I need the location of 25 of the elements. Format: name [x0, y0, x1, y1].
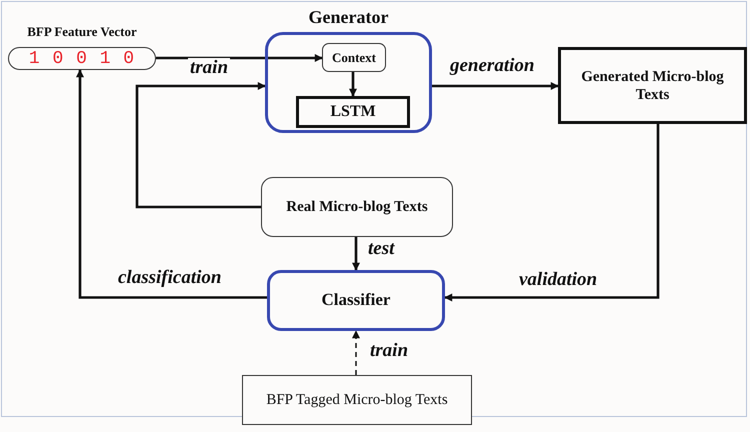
process-box [267, 270, 445, 331]
arrow [156, 54, 323, 62]
arrow [136, 82, 266, 208]
process-box [558, 47, 747, 124]
arrow [352, 237, 360, 271]
arrow [352, 330, 360, 375]
arrow [76, 69, 267, 299]
process-box [322, 43, 386, 72]
process-box [296, 96, 410, 128]
process-box [261, 177, 453, 237]
feature-vector-digits: 1 0 0 1 0 [28, 48, 136, 68]
arrow [444, 124, 660, 302]
edge-label: generation [448, 56, 536, 77]
edge-label: classification [116, 268, 224, 289]
arrow [349, 72, 357, 97]
box-label: Context [330, 50, 378, 66]
arrow [432, 82, 559, 90]
box-heading: Generator [308, 7, 388, 28]
process-box [242, 375, 472, 425]
box-label: Real Micro-blog Texts [285, 198, 429, 216]
box-label: LSTM [329, 102, 377, 122]
box-label: Generated Micro-blog Texts [580, 68, 725, 104]
box-heading: BFP Feature Vector [27, 24, 137, 40]
box-label: Classifier [320, 290, 392, 311]
box-label: BFP Tagged Micro-blog Texts [265, 391, 449, 409]
